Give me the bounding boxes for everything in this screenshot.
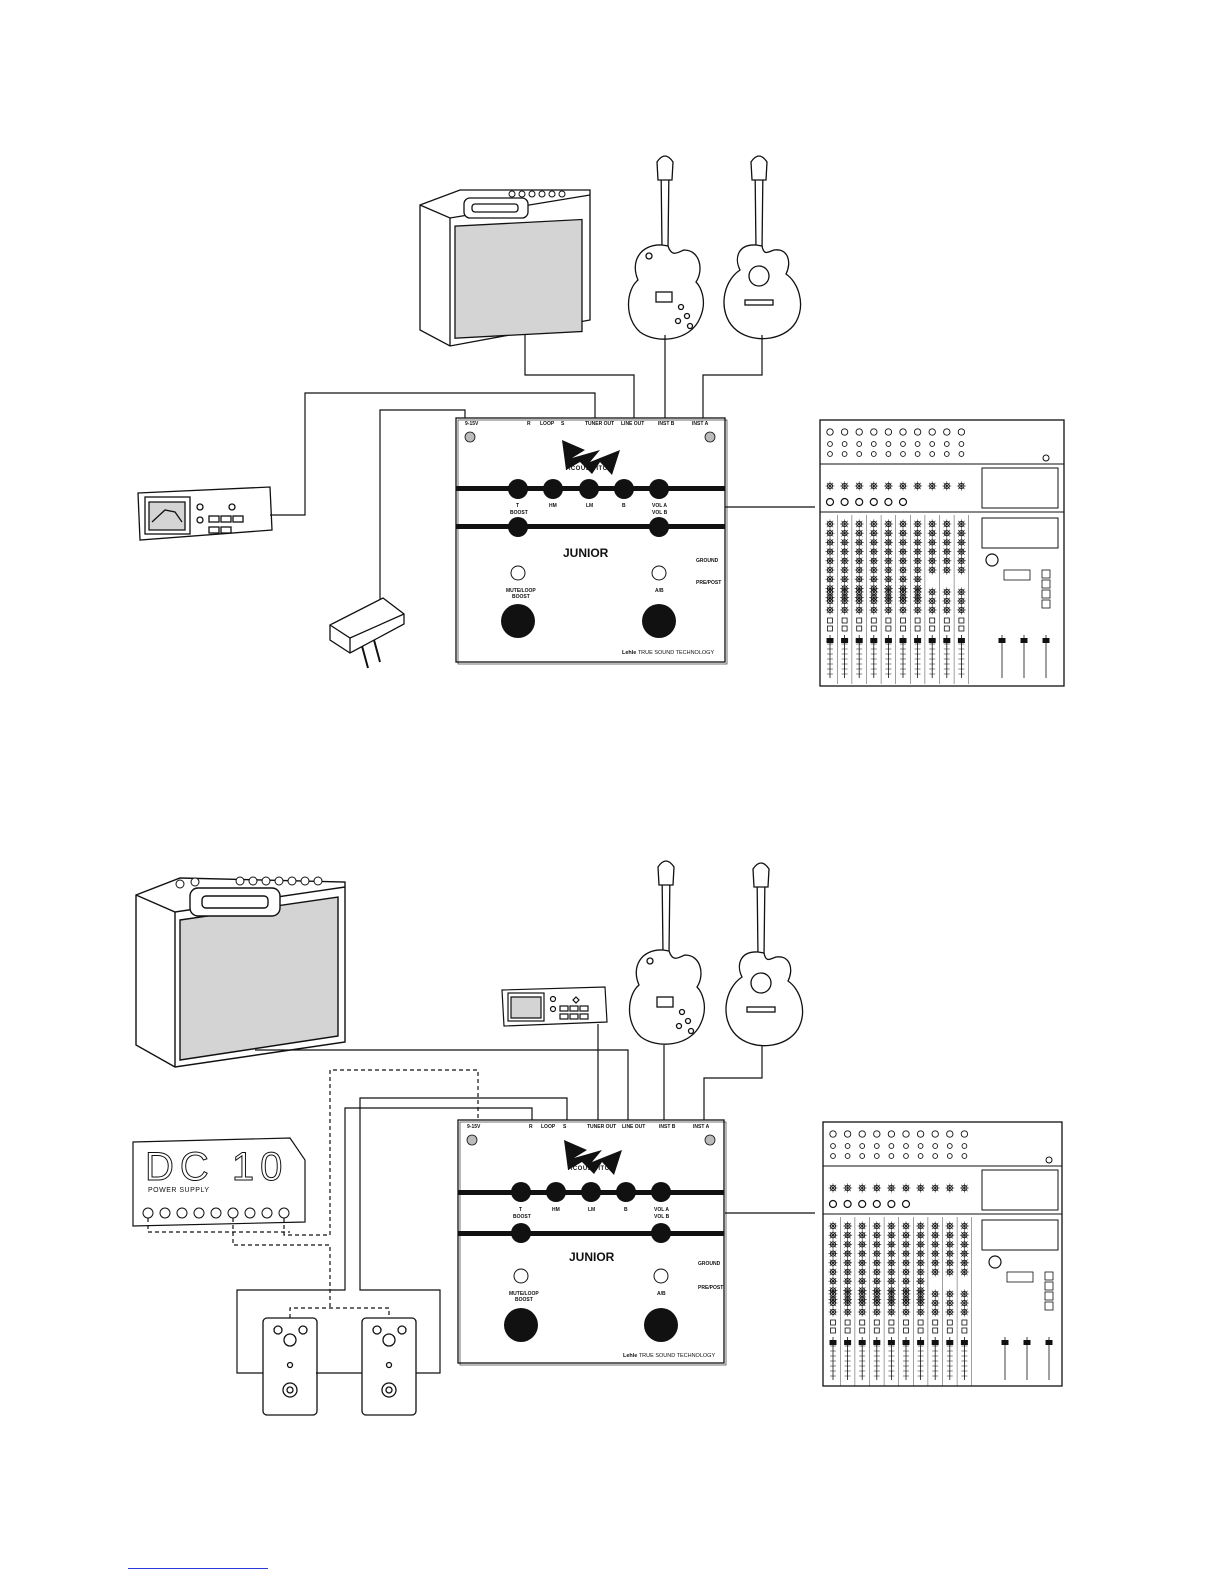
- knob-t[interactable]: [508, 479, 528, 499]
- knob-boost[interactable]: [508, 517, 528, 537]
- led-label-boost: BOOST: [515, 1297, 533, 1303]
- acoustic-amplifier: [135, 876, 346, 1068]
- knob-label-vol-b: VOL B: [654, 1214, 670, 1220]
- boost-vol-knobs: BOOST VOL B: [508, 510, 669, 537]
- knob-vol-b[interactable]: [649, 517, 669, 537]
- footswitch-mute-loop-boost[interactable]: [504, 1308, 538, 1342]
- jack-label-s: S: [561, 421, 565, 427]
- jack-label-loop: LOOP: [541, 1124, 556, 1130]
- acouswitch-junior: 9-15V R LOOP S TUNER OUT LINE OUT INST B…: [455, 417, 728, 665]
- power-supply-label: POWER SUPPLY: [148, 1187, 210, 1194]
- mixing-console: [819, 419, 1065, 687]
- led-label-boost: BOOST: [512, 594, 530, 600]
- led-label-a-b: A/B: [657, 1291, 666, 1297]
- dc10-power-supply: DC 10 POWER SUPPLY: [132, 1137, 306, 1227]
- knob-hm[interactable]: [543, 479, 563, 499]
- dc10-logo: DC 10: [145, 1145, 288, 1189]
- acouswitch-junior: 9-15V R LOOP S TUNER OUT LINE OUT INST B…: [457, 1119, 727, 1366]
- led-mute-loop: [510, 565, 526, 581]
- led-mute-loop: [513, 1268, 529, 1284]
- jack-label-line-out: LINE OUT: [622, 1124, 645, 1130]
- knob-label-vol-b: VOL B: [652, 510, 668, 516]
- device-title: JUNIOR: [563, 546, 609, 560]
- switch-label-ground: GROUND: [698, 1261, 721, 1267]
- jack-label-inst-a: INST A: [693, 1124, 710, 1130]
- knob-vol-a[interactable]: [651, 1182, 671, 1202]
- jack-label-power: 9-15V: [467, 1124, 481, 1130]
- jack-label-r: R: [527, 421, 531, 427]
- knob-b[interactable]: [616, 1182, 636, 1202]
- maker-label: Lehle TRUE SOUND TECHNOLOGY: [623, 1353, 715, 1359]
- power-cables: [147, 1069, 479, 1318]
- footswitch-a-b[interactable]: [644, 1308, 678, 1342]
- switch-label-pre-post: PRE/POST: [698, 1285, 723, 1291]
- jack-label-power: 9-15V: [465, 421, 479, 427]
- eq-knobs: T HM LM B VOL A: [508, 479, 669, 509]
- brand-label: ACOUSWITCH: [566, 466, 612, 472]
- knob-label-vol-a: VOL A: [654, 1207, 669, 1213]
- jack-label-line-out: LINE OUT: [621, 421, 644, 427]
- knob-label-boost: BOOST: [510, 510, 528, 516]
- power-adapter: [329, 597, 405, 669]
- knob-label-b: B: [624, 1207, 628, 1213]
- jack-label-r: R: [529, 1124, 533, 1130]
- maker-label: Lehle TRUE SOUND TECHNOLOGY: [622, 650, 714, 656]
- diagram-2: DC 10 POWER SUPPLY: [132, 860, 1063, 1416]
- brand-label: ACOUSWITCH: [568, 1166, 614, 1172]
- knob-t[interactable]: [511, 1182, 531, 1202]
- acoustic-guitar: [725, 862, 804, 1047]
- led-label-a-b: A/B: [655, 588, 664, 594]
- led-label-mute-loop: MUTE/LOOP: [506, 588, 536, 594]
- jack-label-tuner-out: TUNER OUT: [587, 1124, 616, 1130]
- diagram-1: 9-15V R LOOP S TUNER OUT LINE OUT INST B…: [137, 155, 1065, 687]
- knob-label-hm: HM: [549, 503, 557, 509]
- effect-pedal-1: [262, 1317, 318, 1416]
- led-a-b: [651, 565, 667, 581]
- footswitch-mute-loop-boost[interactable]: [501, 604, 535, 638]
- cables: [270, 335, 815, 600]
- knob-boost[interactable]: [511, 1223, 531, 1243]
- knob-label-hm: HM: [552, 1207, 560, 1213]
- mixing-console: [822, 1121, 1063, 1387]
- footer-link-underline[interactable]: [128, 1568, 268, 1569]
- footswitch-a-b[interactable]: [642, 604, 676, 638]
- knob-label-b: B: [622, 503, 626, 509]
- led-label-mute-loop: MUTE/LOOP: [509, 1291, 539, 1297]
- electric-guitar: [628, 860, 705, 1045]
- knob-vol-a[interactable]: [649, 479, 669, 499]
- cables: [236, 1024, 815, 1374]
- knob-lm[interactable]: [579, 479, 599, 499]
- knob-label-lm: LM: [586, 503, 593, 509]
- switch-label-ground: GROUND: [696, 558, 719, 564]
- acoustic-guitar: [723, 155, 802, 340]
- knob-label-lm: LM: [588, 1207, 595, 1213]
- tuner: [137, 486, 273, 541]
- knob-lm[interactable]: [581, 1182, 601, 1202]
- knob-label-t: T: [516, 503, 519, 509]
- electric-guitar: [627, 155, 704, 340]
- acouswitch-logo: ACOUSWITCH: [564, 1140, 622, 1175]
- knob-b[interactable]: [614, 479, 634, 499]
- knob-label-vol-a: VOL A: [652, 503, 667, 509]
- jack-label-s: S: [563, 1124, 567, 1130]
- tuner: [501, 986, 608, 1027]
- acouswitch-logo: ACOUSWITCH: [562, 440, 620, 475]
- knob-label-t: T: [519, 1207, 522, 1213]
- acoustic-amplifier: [419, 189, 591, 347]
- knob-label-boost: BOOST: [513, 1214, 531, 1220]
- effect-pedal-2: [361, 1317, 417, 1416]
- led-a-b: [653, 1268, 669, 1284]
- jack-label-tuner-out: TUNER OUT: [585, 421, 614, 427]
- switch-label-pre-post: PRE/POST: [696, 580, 721, 586]
- knob-hm[interactable]: [546, 1182, 566, 1202]
- jack-label-inst-b: INST B: [658, 421, 675, 427]
- jack-label-loop: LOOP: [540, 421, 555, 427]
- knob-vol-b[interactable]: [651, 1223, 671, 1243]
- jack-label-inst-b: INST B: [659, 1124, 676, 1130]
- device-title: JUNIOR: [569, 1250, 615, 1264]
- jack-label-inst-a: INST A: [692, 421, 709, 427]
